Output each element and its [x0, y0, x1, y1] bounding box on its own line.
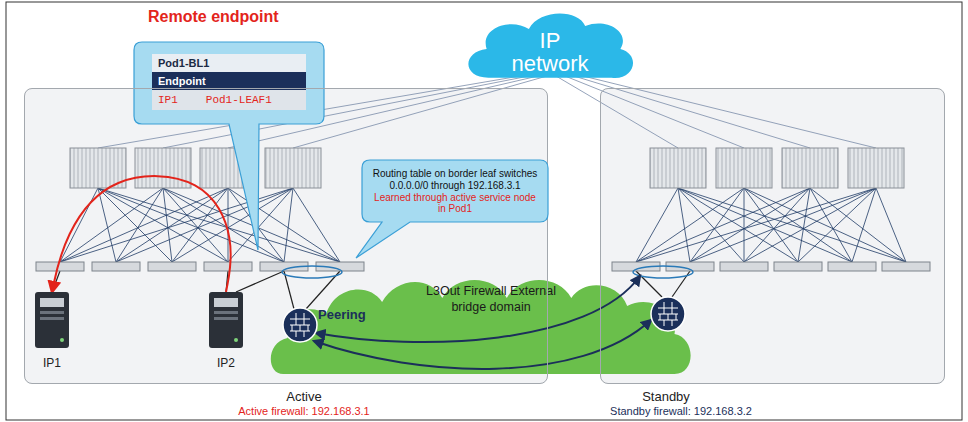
text-row: IP2: [206, 356, 246, 370]
l3out-cloud-shape: [266, 262, 696, 382]
text-row: IP network: [462, 6, 638, 92]
server-endpoint: IP1: [32, 292, 72, 370]
node-text: Routing table on border leaf switches: [372, 168, 538, 179]
node-text: IP1: [158, 94, 178, 106]
server-endpoint: IP2: [206, 292, 246, 370]
outer-frame: [6, 2, 962, 420]
node-text: IP2: [206, 356, 246, 370]
text-row: Routing table on border leaf switches: [362, 160, 548, 179]
node-text: Pod1-BL1: [158, 57, 300, 69]
pod-panel: ActiveActive firewall: 192.168.3.1IP1IP2: [24, 88, 548, 384]
l3out-cloud: L3Out Firewall External bridge domain: [266, 262, 696, 382]
node-text: Learned through active service node in P…: [372, 192, 538, 214]
node-text: Standby firewall: 192.168.3.2: [610, 405, 752, 417]
text-row: Learned through active service node in P…: [362, 191, 548, 222]
ip-network-cloud: IP network: [462, 6, 638, 92]
node-text: IP network: [502, 29, 598, 75]
pod-panel-shape: [25, 89, 547, 383]
node-text: Remote endpoint: [148, 8, 279, 26]
routing-callout: Routing table on border leaf switches0.0…: [362, 160, 548, 222]
node-text: Endpoint: [158, 75, 300, 87]
pod-panel-shape: [601, 89, 944, 383]
text-row: L3Out Firewall External bridge domain: [416, 284, 566, 315]
node-text: L3Out Firewall External bridge domain: [416, 284, 566, 315]
annotation-label: Peering: [318, 307, 366, 322]
firewall-icon: [651, 297, 685, 331]
text-row: 0.0.0.0/0 through 192.168.3.1: [362, 179, 548, 191]
port-channel-ring: [282, 266, 342, 278]
node-text: 0.0.0.0/0 through 192.168.3.1: [372, 180, 538, 191]
text-row: IP1 Pod1-LEAF1: [152, 90, 306, 110]
node-text: Active firewall: 192.168.3.1: [238, 405, 369, 417]
text-row: Standby: [642, 389, 690, 404]
text-row: Remote endpoint: [148, 8, 279, 26]
pod-panel: StandbyStandby firewall: 192.168.3.2: [600, 88, 945, 384]
text-row: Active: [286, 389, 321, 404]
node-text: IP1: [32, 356, 72, 370]
firewall-icon: [283, 308, 317, 342]
callout-table: Remote endpointPod1-BL1EndpointIP1Pod1-L…: [134, 42, 324, 124]
text-row: IP1: [32, 356, 72, 370]
port-channel-ring: [633, 266, 693, 278]
leaf-switches: [36, 262, 930, 271]
node-text: Standby: [642, 389, 690, 404]
text-row: Active firewall: 192.168.3.1: [238, 405, 369, 417]
node-text: Pod1-LEAF1: [206, 94, 272, 106]
text-row: Pod1-BL1: [152, 54, 306, 72]
traffic-path: [52, 176, 231, 292]
text-row: Standby firewall: 192.168.3.2: [610, 405, 752, 417]
node-text: Active: [286, 389, 321, 404]
